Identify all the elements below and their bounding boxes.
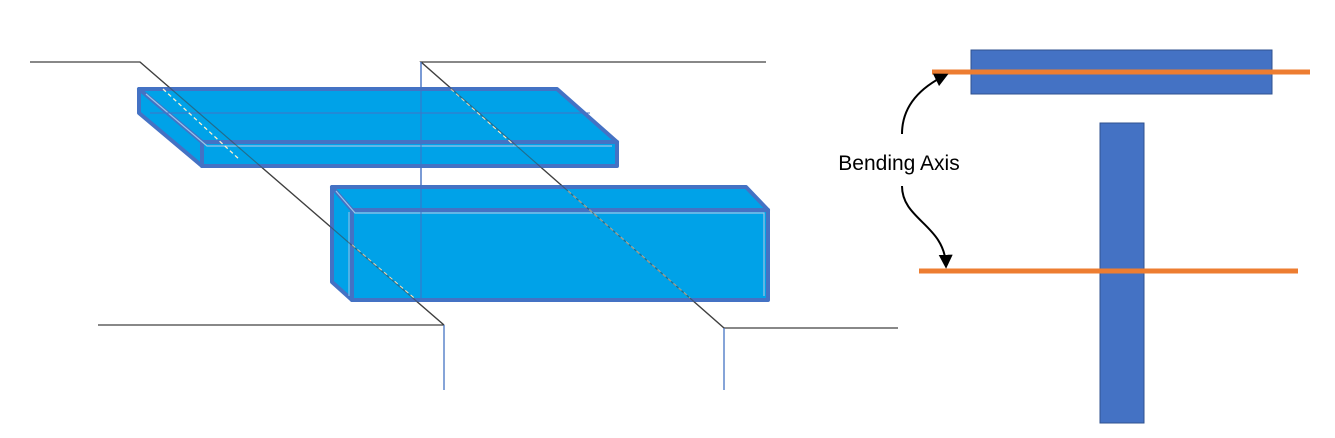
flat-beam-highlight-edges xyxy=(145,93,612,147)
flat-beam-top-face xyxy=(137,87,619,144)
deep-beam-highlight-edges xyxy=(335,190,765,296)
deep-beam-top-face xyxy=(330,185,770,212)
flat-beam-section-cut-left xyxy=(162,88,241,161)
right-plane-overlay-line xyxy=(420,61,725,329)
bending-axis-label: Bending Axis xyxy=(838,152,959,175)
upper-leader-arrow xyxy=(901,73,949,135)
lower-leader-arrow xyxy=(901,185,953,269)
flat-beam-front-face xyxy=(200,140,619,168)
section-plane-overlays xyxy=(139,61,725,329)
left-plane-overlay-line xyxy=(139,61,445,326)
deep-beam xyxy=(330,185,770,302)
deep-beam-front-face xyxy=(350,208,770,302)
flat-beam xyxy=(137,87,619,168)
